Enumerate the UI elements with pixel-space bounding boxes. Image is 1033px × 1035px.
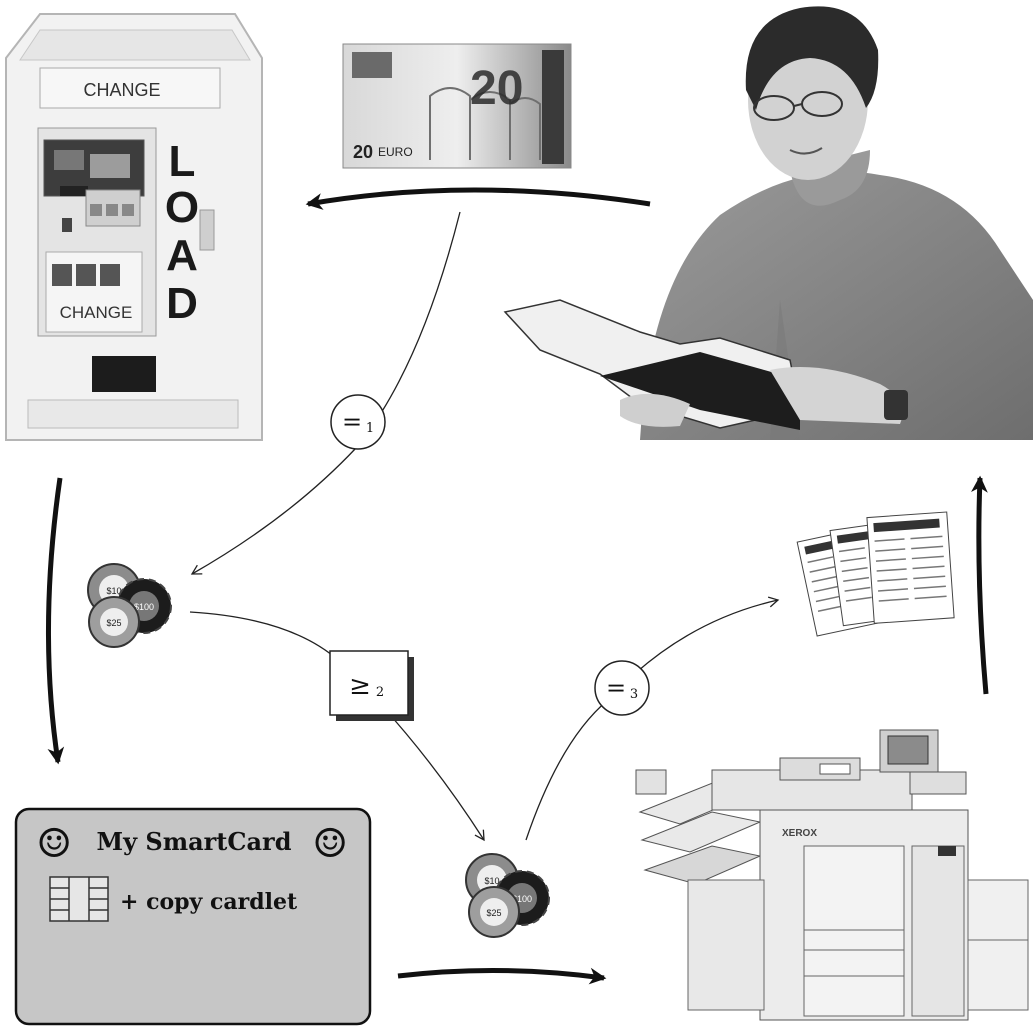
- relation-eq1-label: = 1: [330, 394, 386, 450]
- token-middle-small-bottom: $25: [486, 908, 501, 918]
- arrow-machine-to-card: [45, 477, 65, 765]
- relation-eq1-sub: 1: [366, 421, 374, 436]
- relation-eq1-symbol: =: [342, 408, 362, 436]
- arrow-student-to-machine: [305, 187, 651, 210]
- arrow-tokens-to-tokens: [189, 611, 485, 842]
- machine-letter-l: L: [169, 137, 196, 186]
- banknote-currency: EURO: [378, 145, 413, 159]
- arrow-card-to-copier: [397, 967, 607, 985]
- token-left-small-bottom: $25: [106, 618, 121, 628]
- relation-ge2-symbol: ≥: [349, 671, 371, 701]
- relation-eq3-sub: 3: [630, 687, 638, 702]
- student-reading-photo: [503, 6, 1033, 441]
- machine-letter-a: A: [166, 231, 198, 280]
- arrow-copier-to-student: [971, 475, 989, 695]
- relation-ge2-label: ≥ 2: [329, 650, 414, 721]
- banknote-big-value: 20: [470, 62, 523, 115]
- smartcard-subtitle: + copy cardlet: [120, 889, 298, 915]
- relation-ge2-sub: 2: [376, 685, 384, 700]
- smartcard-smiley-left: ☺: [36, 821, 72, 867]
- printed-pages-illustration: [796, 511, 955, 637]
- relation-eq3-label: = 3: [594, 660, 650, 716]
- xerox-copier-illustration: XEROX: [635, 729, 1029, 1021]
- change-load-machine-illustration: CHANGE CHANGE L O A D: [5, 13, 263, 441]
- smartcard: ☺ My SmartCard ☺ + copy cardlet: [14, 807, 372, 1026]
- token-left-small-top: $10: [106, 586, 121, 596]
- euro-banknote-illustration: 20 20 EURO: [342, 43, 572, 169]
- machine-panel-sign: CHANGE: [60, 303, 133, 322]
- token-stack-middle: $10 $100 $25: [465, 853, 550, 938]
- token-left-large: $100: [134, 602, 154, 612]
- token-stack-left: $10 $100 $25: [87, 563, 172, 648]
- machine-letter-o: O: [165, 183, 199, 232]
- copier-brand: XEROX: [782, 828, 817, 839]
- smartcard-chip-icon: [49, 876, 109, 922]
- banknote-small-value: 20: [353, 142, 373, 162]
- token-middle-large: $100: [512, 894, 532, 904]
- smartcard-smiley-right: ☺: [312, 821, 348, 867]
- smartcard-title: My SmartCard: [97, 827, 292, 856]
- relation-eq3-symbol: =: [606, 674, 626, 702]
- token-middle-small-top: $10: [484, 876, 499, 886]
- machine-letter-d: D: [166, 279, 198, 328]
- machine-top-sign: CHANGE: [83, 80, 160, 100]
